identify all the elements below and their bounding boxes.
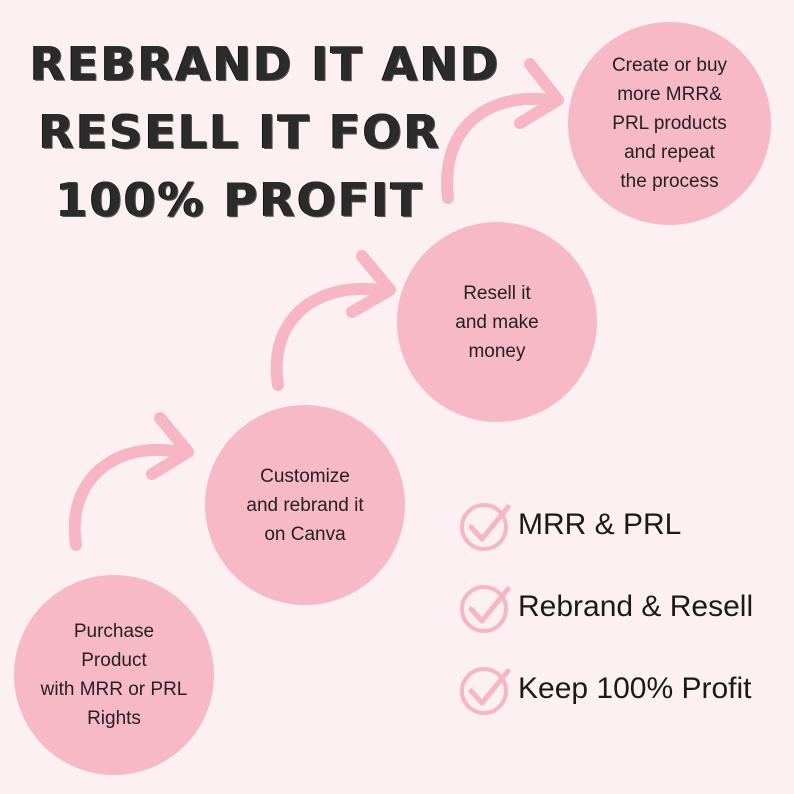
checkmark-circle-icon [460,667,511,715]
checklist-label: Rebrand & Resell [518,590,754,623]
curved-arrow-icon [68,412,194,551]
title-line-1: REBRAND IT AND [30,37,501,91]
step-customize-rebrand: Customize and rebrand it on Canva [205,405,405,605]
checklist-item: Keep 100% Profit [458,659,753,719]
checklist-label: Keep 100% Profit [518,672,752,705]
step-create-or-buy-more: Create or buy more MRR& PRL products and… [568,22,771,225]
page-title: REBRAND IT AND RESELL IT FOR 100% PROFIT [30,30,501,234]
checklist-label: MRR & PRL [518,508,682,541]
checkmark-circle-icon [460,503,511,551]
title-line-3: 100% PROFIT [55,173,425,227]
step-text: Purchase Product with MRR or PRL Rights [40,621,188,729]
step-text: Create or buy more MRR& PRL products and… [611,55,728,192]
step-text: Resell it and make money [455,282,539,362]
step-purchase-product: Purchase Product with MRR or PRL Rights [14,575,214,775]
step-text: Customize and rebrand it on Canva [246,465,364,545]
step-resell: Resell it and make money [397,222,597,422]
curved-arrow-icon [441,58,564,204]
checkmark-circle-icon [460,585,511,633]
checklist-item: MRR & PRL [458,495,753,555]
curved-arrow-icon [270,250,396,391]
benefits-checklist: MRR & PRL Rebrand & Resell Keep 100% Pro… [458,495,753,741]
checklist-item: Rebrand & Resell [458,577,753,637]
title-line-2: RESELL IT FOR [38,105,442,159]
